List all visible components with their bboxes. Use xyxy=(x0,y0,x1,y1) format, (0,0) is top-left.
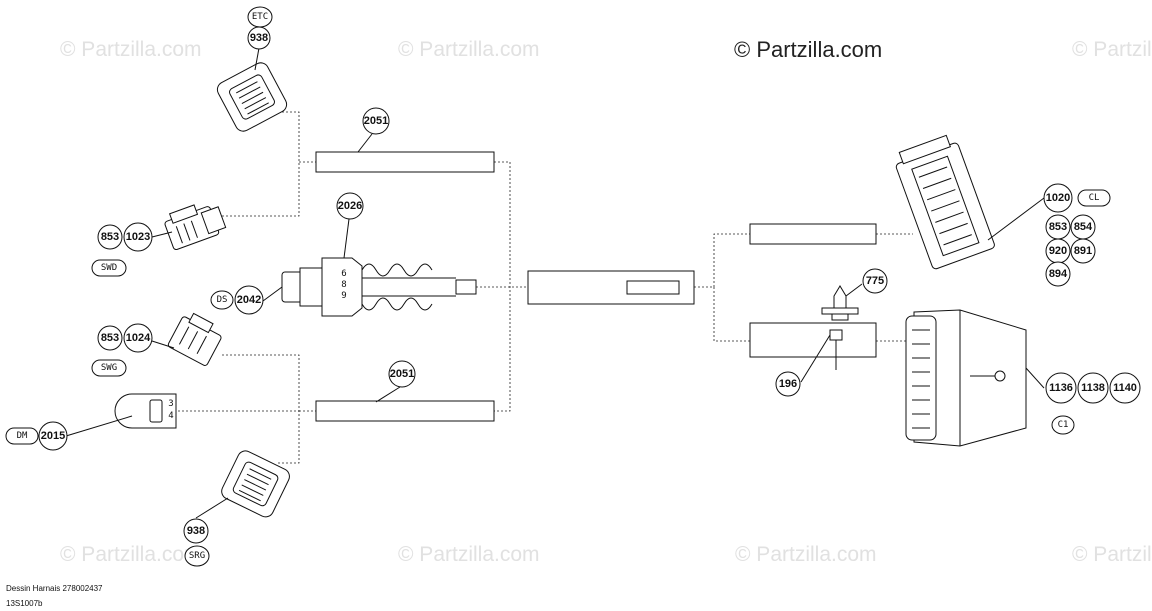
harness-branch-lower xyxy=(749,322,877,358)
watermarks: © Partzilla.com © Partzilla.com © Partzi… xyxy=(60,38,1152,566)
callout-ds: DS xyxy=(217,295,228,305)
sensor-mark-6: 6 xyxy=(341,269,346,279)
brand-copyright: © Partzilla.com xyxy=(734,37,882,62)
callout-920: 920 xyxy=(1049,245,1067,257)
swd-connector xyxy=(164,204,227,251)
callout-853-a: 853 xyxy=(101,231,119,243)
callout-srg: SRG xyxy=(189,551,205,561)
callouts: ETC 938 2051 2026 853 1023 SWD DS 2042 8… xyxy=(5,6,1141,567)
callout-1140: 1140 xyxy=(1113,382,1137,394)
harness-sleeve-lower xyxy=(315,400,495,422)
callout-swd: SWD xyxy=(101,263,117,273)
callout-etc: ETC xyxy=(252,12,268,22)
callout-swg: SWG xyxy=(101,363,117,373)
callout-1023: 1023 xyxy=(126,231,150,243)
callout-891: 891 xyxy=(1074,245,1092,257)
callout-1138: 1138 xyxy=(1081,382,1105,394)
callout-894: 894 xyxy=(1049,268,1068,280)
watermark-text: © Partzilla.com xyxy=(735,543,877,566)
cl-connector xyxy=(895,134,995,270)
callout-2051-top: 2051 xyxy=(364,115,388,127)
watermark-text: © Partzilla.com xyxy=(1072,38,1152,61)
c1-connector xyxy=(905,309,1027,447)
watermark-text: © Partzilla.com xyxy=(398,543,540,566)
watermark-text: © Partzilla.com xyxy=(60,543,202,566)
etc-connector xyxy=(216,62,288,132)
footer-drawing-ref: Dessin Harnais 278002437 xyxy=(6,584,103,593)
callout-1136: 1136 xyxy=(1049,382,1073,394)
callout-2051-bottom: 2051 xyxy=(390,368,414,380)
leader-lines xyxy=(65,47,1045,519)
callout-2026: 2026 xyxy=(338,200,362,212)
callout-775: 775 xyxy=(866,275,884,287)
swg-connector xyxy=(167,312,222,366)
watermark-text: © Partzilla.com xyxy=(60,38,202,61)
callout-cl: CL xyxy=(1089,193,1100,203)
speed-sensor: 6 8 9 xyxy=(281,257,477,317)
watermark-text: © Partzilla.com xyxy=(398,38,540,61)
callout-196: 196 xyxy=(779,378,797,390)
callout-c1: C1 xyxy=(1058,420,1069,430)
dm-plug: 3 4 xyxy=(114,393,177,429)
callout-2042: 2042 xyxy=(237,294,261,306)
callout-853-b: 853 xyxy=(101,332,119,344)
plug-pin-4: 4 xyxy=(168,411,173,421)
ground-stud xyxy=(821,285,859,370)
callout-853-c: 853 xyxy=(1049,221,1067,233)
callout-854: 854 xyxy=(1074,221,1093,233)
harness-dotted-lines xyxy=(178,111,913,464)
main-harness-label-box xyxy=(626,280,680,295)
callout-1020: 1020 xyxy=(1046,192,1070,204)
harness-branch-upper xyxy=(749,223,877,245)
callout-938-bottom: 938 xyxy=(187,525,205,537)
footer-code: 13S1007b xyxy=(6,599,43,608)
srg-connector xyxy=(221,450,290,518)
callout-dm: DM xyxy=(17,431,28,441)
sensor-mark-9: 9 xyxy=(341,291,346,301)
callout-2015: 2015 xyxy=(41,430,65,442)
sensor-mark-8: 8 xyxy=(341,280,346,290)
watermark-text: © Partzilla.com xyxy=(1072,543,1152,566)
callout-1024: 1024 xyxy=(126,332,151,344)
harness-sleeve-upper xyxy=(315,151,495,173)
plug-pin-3: 3 xyxy=(168,399,173,409)
callout-938-top: 938 xyxy=(250,32,268,44)
